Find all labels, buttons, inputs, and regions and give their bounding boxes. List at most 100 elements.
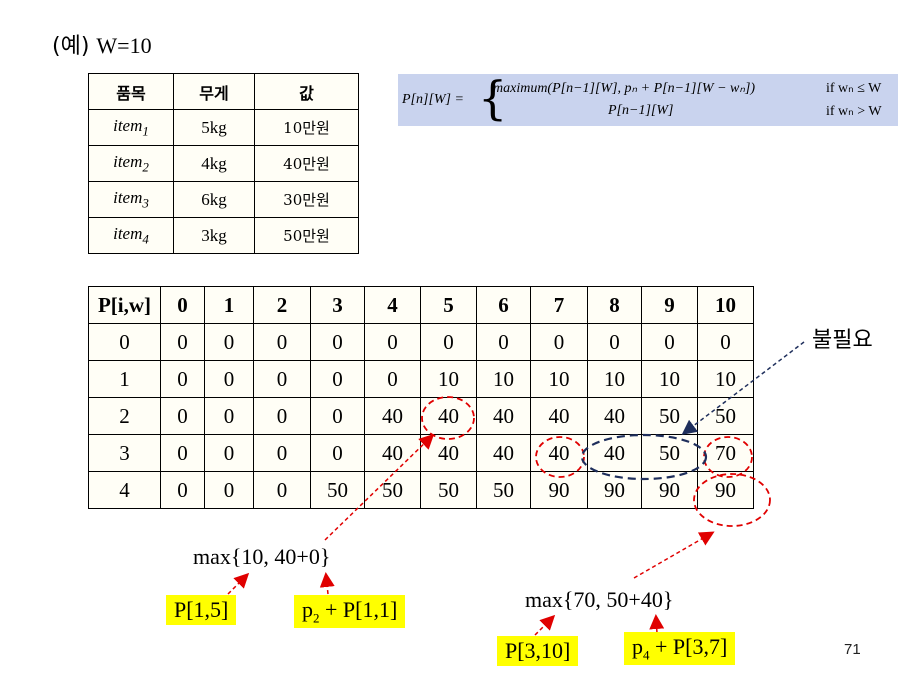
recurrence-formula: P[n][W] = { maximum(P[n−1][W], pₙ + P[n−… bbox=[398, 71, 898, 126]
dp-cell: 0 bbox=[204, 434, 254, 472]
capacity-label: W=10 bbox=[96, 33, 152, 58]
dp-cell: 0 bbox=[310, 323, 365, 361]
p15-box: P[1,5] bbox=[166, 595, 237, 625]
dp-cell: 50 bbox=[641, 434, 698, 472]
table-row: item1 5kg 10만원 bbox=[88, 109, 359, 146]
header-weight: 무게 bbox=[173, 73, 255, 110]
arrow-p15 bbox=[227, 572, 250, 595]
dp-cell: 0 bbox=[587, 323, 642, 361]
example-title: (예) W=10 bbox=[52, 28, 152, 60]
dp-cell: 0 bbox=[310, 397, 365, 435]
dp-cell: 0 bbox=[697, 323, 754, 361]
dp-cell: 0 bbox=[160, 397, 205, 435]
dp-cell: 0 bbox=[641, 323, 698, 361]
brace-symbol: { bbox=[478, 71, 508, 125]
dp-cell: 0 bbox=[310, 360, 365, 398]
formula-case-1: maximum(P[n−1][W], pₙ + P[n−1][W − wₙ]) bbox=[493, 81, 756, 96]
dp-cell: 0 bbox=[364, 323, 421, 361]
dp-weight-header: 8 bbox=[587, 286, 642, 324]
dp-weight-header: 3 bbox=[310, 286, 365, 324]
formula-case-2: P[n−1][W] bbox=[608, 103, 674, 118]
dp-cell: 0 bbox=[253, 323, 311, 361]
dp-cell: 0 bbox=[253, 360, 311, 398]
dp-cell: 10 bbox=[587, 360, 642, 398]
max-expression-2: max{70, 50+40} bbox=[525, 587, 674, 612]
dp-weight-header: 9 bbox=[641, 286, 698, 324]
dp-cell: 40 bbox=[420, 434, 477, 472]
dp-weight-header: 1 bbox=[204, 286, 254, 324]
item-value: 10만원 bbox=[254, 109, 359, 146]
item-name: item4 bbox=[88, 217, 174, 254]
dp-cell: 0 bbox=[253, 397, 311, 435]
dp-cell: 90 bbox=[530, 471, 588, 509]
dp-weight-header: 7 bbox=[530, 286, 588, 324]
dp-cell: 90 bbox=[587, 471, 642, 509]
item-value: 30만원 bbox=[254, 181, 359, 218]
dp-weight-header: 4 bbox=[364, 286, 421, 324]
dp-cell: 40 bbox=[476, 434, 531, 472]
p310-box: P[3,10] bbox=[497, 636, 579, 666]
dp-cell: 50 bbox=[420, 471, 477, 509]
dp-cell: 0 bbox=[204, 397, 254, 435]
item-weight: 6kg bbox=[173, 181, 255, 218]
p2-box: p2 + P[1,1] bbox=[294, 595, 406, 629]
dp-cell: 10 bbox=[420, 360, 477, 398]
item-weight: 5kg bbox=[173, 109, 255, 146]
dp-cell: 10 bbox=[476, 360, 531, 398]
dp-cell: 10 bbox=[697, 360, 754, 398]
arrow-p2 bbox=[319, 572, 335, 595]
dp-cell: 0 bbox=[160, 471, 205, 509]
dp-row-index: 0 bbox=[88, 323, 161, 361]
item-name: item1 bbox=[88, 109, 174, 146]
dp-cell: 50 bbox=[310, 471, 365, 509]
arrow-p310 bbox=[534, 614, 556, 636]
table-row: item3 6kg 30만원 bbox=[88, 181, 359, 218]
arrow-p4 bbox=[649, 614, 665, 634]
dp-cell: 40 bbox=[364, 397, 421, 435]
dp-cell: 90 bbox=[697, 471, 754, 509]
dp-cell: 40 bbox=[476, 397, 531, 435]
item-value: 50만원 bbox=[254, 217, 359, 254]
dp-cell: 0 bbox=[160, 360, 205, 398]
dp-cell: 0 bbox=[530, 323, 588, 361]
dp-cell: 50 bbox=[697, 397, 754, 435]
dp-cell: 0 bbox=[253, 471, 311, 509]
item-table-header: 품목 무게 값 bbox=[88, 73, 359, 110]
dp-cell: 0 bbox=[310, 434, 365, 472]
header-value: 값 bbox=[254, 73, 359, 110]
dp-weight-header: 2 bbox=[253, 286, 311, 324]
dp-cell: 50 bbox=[641, 397, 698, 435]
table-row: item2 4kg 40만원 bbox=[88, 145, 359, 182]
dp-cell: 50 bbox=[476, 471, 531, 509]
dp-row-index: 3 bbox=[88, 434, 161, 472]
dp-cell: 0 bbox=[420, 323, 477, 361]
dp-cell: 10 bbox=[530, 360, 588, 398]
unneeded-label: 불필요 bbox=[812, 328, 873, 353]
dp-cell: 40 bbox=[530, 397, 588, 435]
dp-corner-label: P[i,w] bbox=[88, 286, 161, 324]
formula-condition-2: if wₙ > W bbox=[826, 104, 882, 119]
p4-box: p4 + P[3,7] bbox=[624, 632, 736, 666]
dp-row-index: 2 bbox=[88, 397, 161, 435]
max-expression-1: max{10, 40+0} bbox=[193, 544, 331, 569]
dp-cell: 0 bbox=[160, 323, 205, 361]
dp-weight-header: 10 bbox=[697, 286, 754, 324]
formula-condition-1: if wₙ ≤ W bbox=[826, 81, 882, 96]
dp-cell: 40 bbox=[364, 434, 421, 472]
dp-weight-header: 0 bbox=[160, 286, 205, 324]
dp-weight-header: 6 bbox=[476, 286, 531, 324]
arrow-max2 bbox=[633, 531, 715, 579]
item-name: item2 bbox=[88, 145, 174, 182]
table-row: item4 3kg 50만원 bbox=[88, 217, 359, 254]
dp-cell: 0 bbox=[204, 323, 254, 361]
formula-lhs: P[n][W] = bbox=[402, 92, 464, 107]
dp-row-index: 4 bbox=[88, 471, 161, 509]
dp-cell: 0 bbox=[204, 471, 254, 509]
dp-cell: 50 bbox=[364, 471, 421, 509]
item-value: 40만원 bbox=[254, 145, 359, 182]
dp-cell: 40 bbox=[587, 397, 642, 435]
